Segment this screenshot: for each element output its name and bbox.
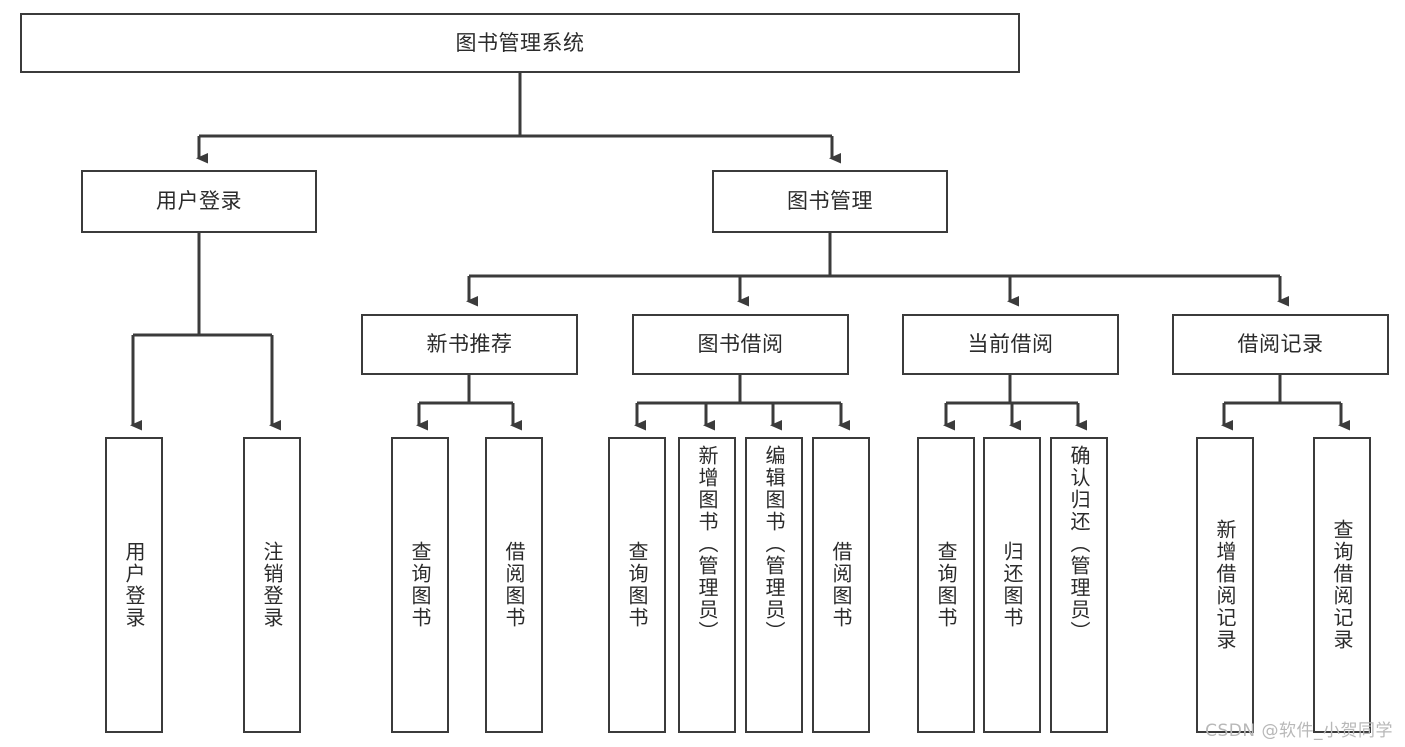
node-label: 查询图书: [408, 541, 432, 629]
node-label: 编辑图书（管理员）: [762, 445, 786, 643]
leaf-current-borrow-query-book[interactable]: 查询图书: [917, 437, 975, 733]
node-label: 当前借阅: [967, 332, 1054, 357]
node-label: 新书推荐: [426, 332, 513, 357]
leaf-user-login-logout[interactable]: 注销登录: [243, 437, 301, 733]
node-label: 用户登录: [156, 189, 242, 214]
node-label: 查询图书: [625, 541, 649, 629]
leaf-book-borrow-query-book[interactable]: 查询图书: [608, 437, 666, 733]
node-book-borrow[interactable]: 图书借阅: [632, 314, 849, 375]
leaf-current-borrow-return-book[interactable]: 归还图书: [983, 437, 1041, 733]
leaf-user-login-login[interactable]: 用户登录: [105, 437, 163, 733]
node-book-management[interactable]: 图书管理: [712, 170, 948, 233]
leaf-book-borrow-borrow-book[interactable]: 借阅图书: [812, 437, 870, 733]
leaf-book-borrow-add-book-admin[interactable]: 新增图书（管理员）: [678, 437, 736, 733]
node-user-login[interactable]: 用户登录: [81, 170, 317, 233]
node-label: 注销登录: [260, 541, 284, 629]
node-label: 图书借阅: [697, 332, 784, 357]
node-label: 借阅图书: [829, 541, 853, 629]
node-label: 查询借阅记录: [1330, 519, 1354, 651]
leaf-current-borrow-confirm-return-admin[interactable]: 确认归还（管理员）: [1050, 437, 1108, 733]
node-label: 图书管理系统: [455, 30, 585, 55]
node-borrow-record[interactable]: 借阅记录: [1172, 314, 1389, 375]
node-label: 图书管理: [787, 189, 873, 214]
leaf-new-book-query-book[interactable]: 查询图书: [391, 437, 449, 733]
node-root-book-management-system[interactable]: 图书管理系统: [20, 13, 1020, 73]
node-label: 查询图书: [934, 541, 958, 629]
node-label: 确认归还（管理员）: [1067, 445, 1091, 643]
leaf-book-borrow-edit-book-admin[interactable]: 编辑图书（管理员）: [745, 437, 803, 733]
node-label: 归还图书: [1000, 541, 1024, 629]
node-label: 借阅图书: [502, 541, 526, 629]
node-label: 新增借阅记录: [1213, 519, 1237, 651]
node-new-book-recommend[interactable]: 新书推荐: [361, 314, 578, 375]
leaf-new-book-borrow-book[interactable]: 借阅图书: [485, 437, 543, 733]
leaf-borrow-record-query-record[interactable]: 查询借阅记录: [1313, 437, 1371, 733]
node-label: 借阅记录: [1237, 332, 1324, 357]
node-current-borrow[interactable]: 当前借阅: [902, 314, 1119, 375]
node-label: 用户登录: [122, 541, 146, 629]
leaf-borrow-record-add-record[interactable]: 新增借阅记录: [1196, 437, 1254, 733]
node-label: 新增图书（管理员）: [695, 445, 719, 643]
